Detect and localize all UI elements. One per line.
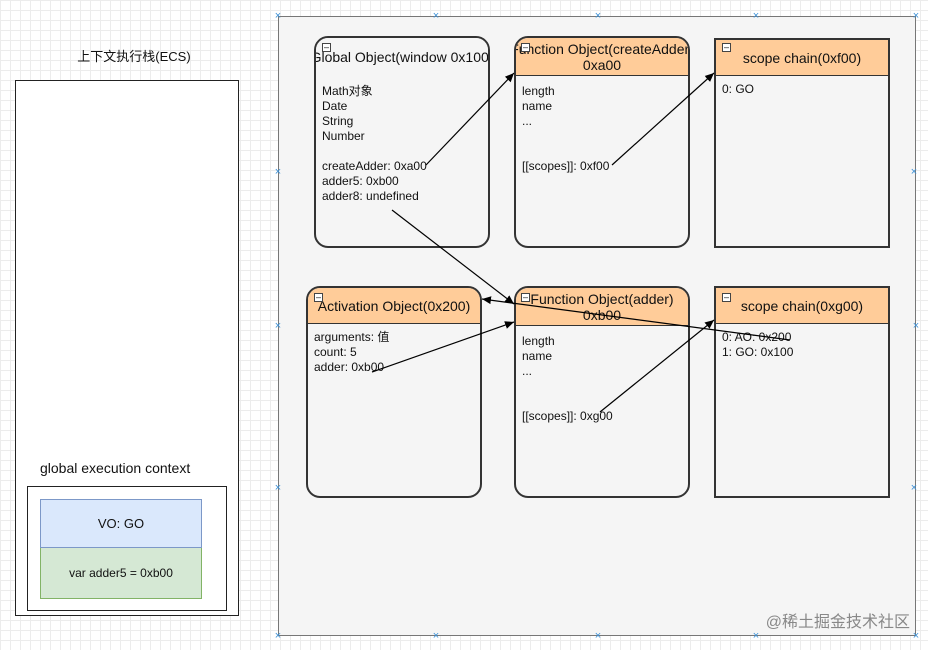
selection-handle-icon[interactable]: × — [912, 10, 920, 22]
arrow-adder5-to-func-adder — [391, 209, 515, 305]
ecs-title: 上下文执行栈(ECS) — [77, 49, 191, 64]
function-object-adder-line: [[scopes]]: 0xg00 — [522, 409, 613, 423]
var-cell[interactable]: var adder5 = 0xb00 — [40, 548, 202, 599]
function-object-adder-line: length — [522, 334, 555, 348]
selection-handle-icon[interactable]: × — [274, 320, 282, 332]
function-object-adder-line: name — [522, 349, 553, 363]
collapse-toggle-icon[interactable]: – — [521, 292, 530, 302]
function-object-createadder-line: ... — [522, 114, 533, 128]
activation-object-title: Activation Object(0x200) — [308, 288, 480, 324]
collapse-toggle-icon[interactable]: – — [521, 42, 530, 52]
scope-chain-g00-node[interactable]: scope chain(0xg00) 0: AO: 0x200 1: GO: 0… — [714, 286, 890, 498]
activation-object-line: count: 5 — [314, 345, 357, 359]
arrow-scopes-to-g00 — [599, 319, 715, 413]
activation-object-line: arguments: 值 — [314, 330, 390, 344]
arrow-createadder-to-func — [425, 72, 515, 166]
collapse-toggle-icon[interactable]: – — [314, 292, 323, 302]
selection-handle-icon[interactable]: × — [752, 10, 760, 22]
vo-cell[interactable]: VO: GO — [40, 499, 202, 548]
function-object-adder-title: Function Object(adder) 0xb00 — [516, 288, 688, 326]
function-object-createadder-line: [[scopes]]: 0xf00 — [522, 159, 610, 173]
global-object-line: Date — [322, 99, 348, 113]
selection-handle-icon[interactable]: × — [912, 320, 920, 332]
selection-handle-icon[interactable]: × — [274, 630, 282, 642]
vo-cell-text: VO: GO — [97, 516, 145, 531]
collapse-toggle-icon[interactable]: – — [722, 292, 731, 302]
selection-handle-icon[interactable]: × — [594, 630, 602, 642]
global-object-line: createAdder: 0xa00 — [322, 159, 427, 173]
global-object-line: adder5: 0xb00 — [322, 174, 399, 188]
var-cell-text: var adder5 = 0xb00 — [69, 566, 173, 580]
function-object-createadder-line: name — [522, 99, 553, 113]
selection-handle-icon[interactable]: × — [432, 10, 440, 22]
gec-label: global execution context — [40, 460, 191, 476]
selection-handle-icon[interactable]: × — [910, 482, 918, 494]
scope-chain-f00-title: scope chain(0xf00) — [716, 40, 888, 76]
function-object-createadder-node[interactable]: Function Object(createAdder) 0xa00 lengt… — [514, 36, 690, 248]
selection-handle-icon[interactable]: × — [274, 482, 282, 494]
global-object-line: Math对象 — [322, 84, 373, 98]
global-object-line: String — [322, 114, 354, 128]
selection-handle-icon[interactable]: × — [594, 10, 602, 22]
scope-chain-f00-line: 0: GO — [722, 82, 755, 96]
collapse-toggle-icon[interactable]: – — [322, 42, 331, 52]
function-object-adder-node[interactable]: Function Object(adder) 0xb00 length name… — [514, 286, 690, 498]
selection-handle-icon[interactable]: × — [274, 10, 282, 22]
watermark: @稀土掘金技术社区 — [765, 614, 910, 631]
arrow-scopes-to-f00 — [611, 72, 715, 166]
global-object-line: adder8: undefined — [322, 189, 419, 203]
arrow-go-to-global — [430, 248, 490, 250]
selection-handle-icon[interactable]: × — [274, 166, 282, 178]
selection-handle-icon[interactable]: × — [432, 630, 440, 642]
selection-handle-icon[interactable]: × — [910, 166, 918, 178]
global-object-title: Global Object(window 0x100) — [316, 38, 488, 76]
scope-chain-g00-line: 1: GO: 0x100 — [722, 345, 794, 359]
global-object-line: Number — [322, 129, 365, 143]
selection-handle-icon[interactable]: × — [752, 630, 760, 642]
collapse-toggle-icon[interactable]: – — [722, 42, 731, 52]
selection-handle-icon[interactable]: × — [912, 630, 920, 642]
arrow-adder-to-func-adder — [371, 321, 515, 373]
function-object-adder-line: ... — [522, 364, 533, 378]
scope-chain-g00-title: scope chain(0xg00) — [716, 288, 888, 324]
function-object-createadder-title: Function Object(createAdder) 0xa00 — [516, 38, 688, 76]
global-object-node[interactable]: Global Object(window 0x100) Math对象 Date … — [314, 36, 490, 248]
scope-chain-f00-node[interactable]: scope chain(0xf00) 0: GO — [714, 38, 890, 248]
activation-object-node[interactable]: Activation Object(0x200) arguments: 值 co… — [306, 286, 482, 498]
function-object-createadder-line: length — [522, 84, 555, 98]
arrow-ao-to-activation — [481, 296, 791, 341]
